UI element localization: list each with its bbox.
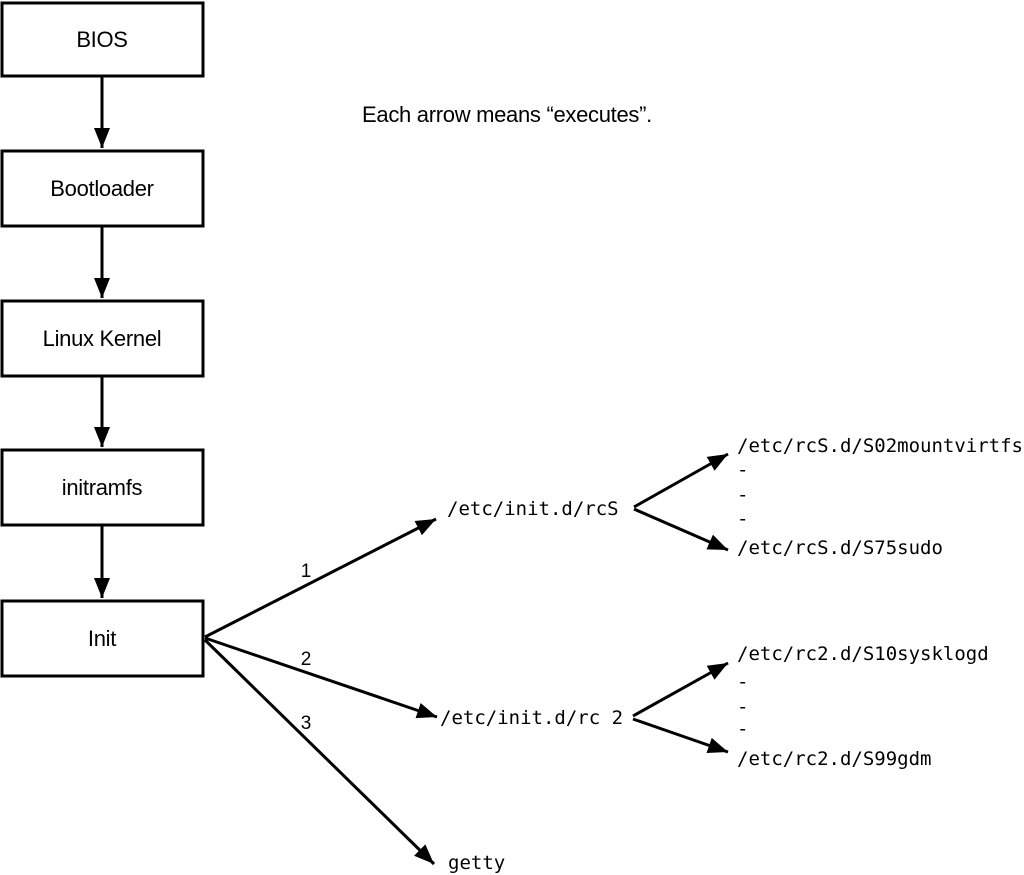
bootloader-label: Bootloader — [50, 176, 153, 201]
arrow-init-to-rcs — [204, 517, 437, 639]
rcs-first-script: /etc/rcS.d/S02mountvirtfs — [737, 435, 1023, 457]
branch-number-1: 1 — [301, 561, 312, 582]
arrow-init-to-rc2 — [204, 636, 438, 719]
rc2-first-script: /etc/rc2.d/S10sysklogd — [737, 643, 989, 665]
rcs-last-script: /etc/rcS.d/S75sudo — [737, 537, 943, 559]
rcs-ellipsis-dash: - — [737, 459, 748, 481]
arrow-rcs-to-s02 — [633, 452, 729, 509]
rcs-script-node: /etc/init.d/rcS — [447, 498, 619, 520]
bootloader-box — [0, 149, 205, 228]
rc2-ellipsis-dash: - — [737, 696, 748, 718]
initramfs-label: initramfs — [62, 475, 143, 500]
rcs-ellipsis-dash: - — [737, 484, 748, 506]
rc2-last-script: /etc/rc2.d/S99gdm — [737, 748, 931, 770]
init-label: Init — [88, 626, 116, 651]
bios-box — [0, 1, 205, 78]
arrow-rc2-to-s99 — [632, 717, 729, 754]
getty-node: getty — [448, 852, 505, 874]
rcs-ellipsis-dash: - — [737, 508, 748, 530]
linux-kernel-label: Linux Kernel — [43, 326, 162, 351]
executes-note: Each arrow means “executes”. — [362, 102, 652, 127]
arrow-init-to-getty — [203, 638, 436, 866]
rc2-ellipsis-dash: - — [737, 671, 748, 693]
arrow-rcs-to-s75 — [633, 507, 729, 552]
bios-label: BIOS — [76, 27, 127, 52]
rc2-script-node: /etc/init.d/rc 2 — [440, 707, 623, 729]
branch-number-3: 3 — [301, 713, 312, 734]
init-box — [0, 599, 205, 678]
arrow-rc2-to-s10 — [632, 661, 729, 718]
rc2-ellipsis-dash: - — [737, 718, 748, 740]
branch-number-2: 2 — [301, 649, 312, 670]
initramfs-box — [0, 448, 205, 527]
